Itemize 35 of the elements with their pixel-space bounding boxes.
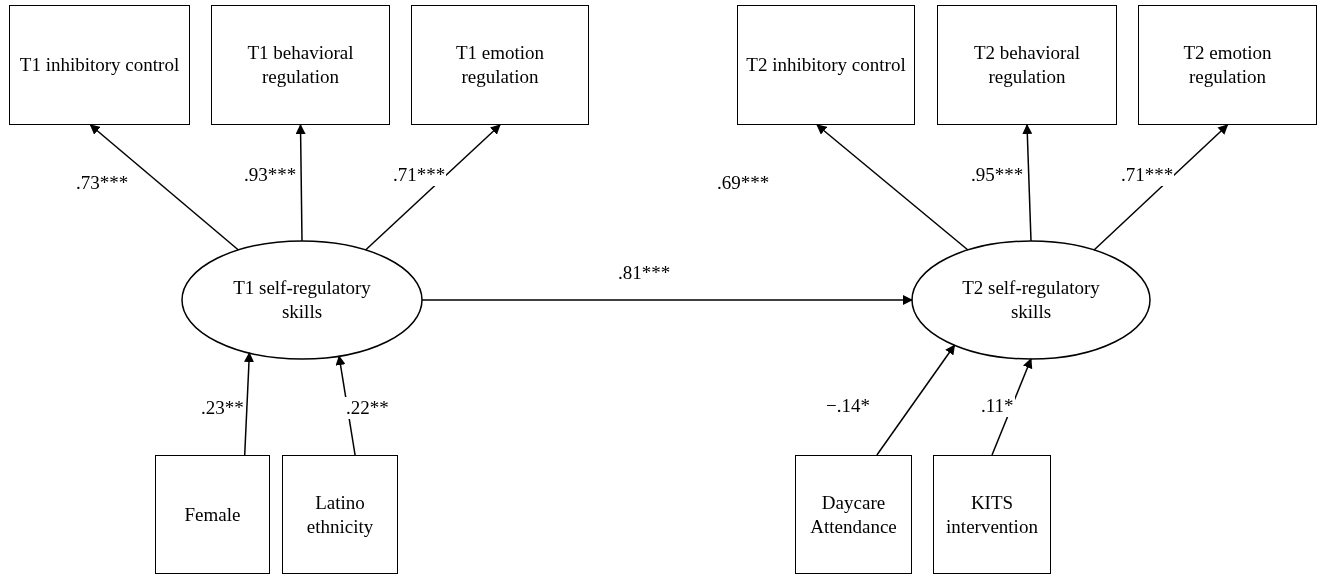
variable-box — [211, 5, 390, 125]
variable-box — [737, 5, 915, 125]
node-text: T2 emotion regulation — [1182, 41, 1273, 89]
variable-box — [282, 455, 398, 574]
node-text: T1 self-regulatory skills — [232, 276, 372, 324]
latent-ellipse — [181, 240, 423, 360]
node-text: Latino ethnicity — [305, 490, 375, 539]
arrow — [816, 124, 969, 251]
latent-ellipse — [911, 240, 1151, 360]
arrow — [421, 295, 913, 305]
node-text: T1 inhibitory control — [19, 53, 180, 77]
arrow — [1022, 124, 1033, 242]
node-text: T1 emotion regulation — [454, 41, 546, 89]
node-text: Female — [184, 502, 241, 527]
arrow — [364, 124, 501, 251]
variable-box — [795, 455, 912, 574]
node-text: T2 behavioral regulation — [972, 41, 1081, 89]
arrow — [295, 124, 306, 242]
edge-label: .22** — [345, 397, 390, 419]
variable-box — [155, 455, 270, 574]
node-text: Daycare Attendance — [809, 490, 898, 539]
node-text: KITS intervention — [945, 490, 1039, 539]
arrow — [1093, 124, 1229, 251]
variable-box — [411, 5, 589, 125]
node-text: T1 behavioral regulation — [246, 41, 355, 89]
arrow — [876, 344, 956, 456]
variable-box — [1138, 5, 1317, 125]
variable-box — [933, 455, 1051, 574]
edge-label: .11* — [980, 395, 1015, 417]
variable-box — [9, 5, 190, 125]
node-text: T2 inhibitory control — [746, 53, 906, 77]
arrow — [243, 352, 254, 456]
variable-box — [937, 5, 1117, 125]
node-text: T2 self-regulatory skills — [961, 276, 1101, 324]
arrow — [89, 124, 240, 251]
